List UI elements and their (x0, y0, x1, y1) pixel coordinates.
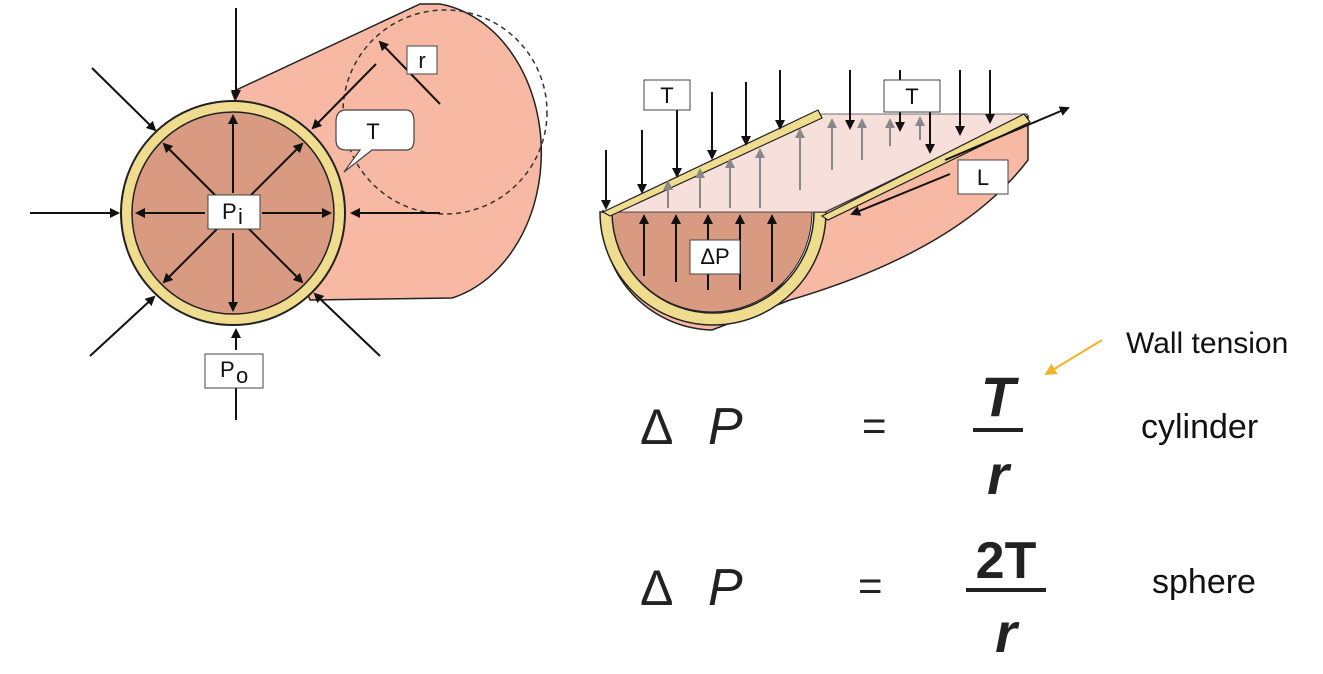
delta-p-label: ΔP (700, 244, 729, 269)
tension-left-label: T (660, 83, 673, 108)
tension-right-label: T (905, 84, 918, 109)
cylinder-figure: r T P i P o (30, 3, 548, 420)
tension-left-box (643, 79, 691, 111)
outer-pressure-label: P (220, 357, 235, 382)
eq2-denominator: r (995, 601, 1020, 664)
radius-label: r (418, 48, 425, 73)
eq2-numerator: 2T (976, 532, 1037, 590)
eq1-fraction-bar (973, 428, 1023, 432)
equation-sphere: Δ P = 2T r sphere (640, 532, 1256, 664)
eq1-var: P (708, 398, 743, 456)
tension-label-cylinder: T (366, 119, 379, 144)
eq1-delta: Δ (640, 399, 673, 455)
eq1-numerator: T (981, 365, 1020, 428)
eq2-equals: = (858, 562, 883, 609)
eq1-denominator: r (987, 443, 1012, 506)
outer-pressure-box (204, 353, 264, 389)
half-cylinder-figure: T T L ΔP (599, 70, 1070, 331)
inner-pressure-box (207, 194, 261, 230)
length-arrow-back (850, 173, 951, 216)
eq2-var: P (708, 559, 743, 617)
outer-pressure-subscript: o (236, 363, 248, 388)
half-cylinder-rim (599, 211, 827, 326)
wall-tension-text: Wall tension (1126, 327, 1288, 360)
outer-pressure-arrows (30, 8, 440, 357)
inner-pressure-arrows (135, 114, 332, 312)
inner-pressure-subscript: i (238, 204, 243, 229)
pressure-arrows-up-background (663, 116, 925, 208)
tension-right-box (883, 79, 941, 113)
eq2-delta: Δ (640, 560, 673, 616)
eq1-equals: = (862, 402, 887, 449)
radius-label-box (406, 45, 438, 75)
wall-tension-annotation: Wall tension (1044, 327, 1288, 376)
eq2-shape: sphere (1152, 563, 1256, 601)
length-label: L (977, 165, 989, 190)
length-arrow (944, 106, 1070, 161)
delta-p-box (689, 239, 741, 275)
eq1-shape: cylinder (1141, 408, 1258, 446)
eq2-fraction-bar (966, 588, 1046, 592)
length-box (957, 159, 1009, 195)
tension-arrows-down (601, 70, 995, 210)
tension-bubble (335, 109, 415, 173)
inner-pressure-label: P (222, 199, 237, 224)
half-cylinder-right-edge (820, 113, 1031, 221)
equation-cylinder: Δ P = T r cylinder (640, 365, 1258, 506)
wall-tension-arrow (1044, 339, 1103, 376)
